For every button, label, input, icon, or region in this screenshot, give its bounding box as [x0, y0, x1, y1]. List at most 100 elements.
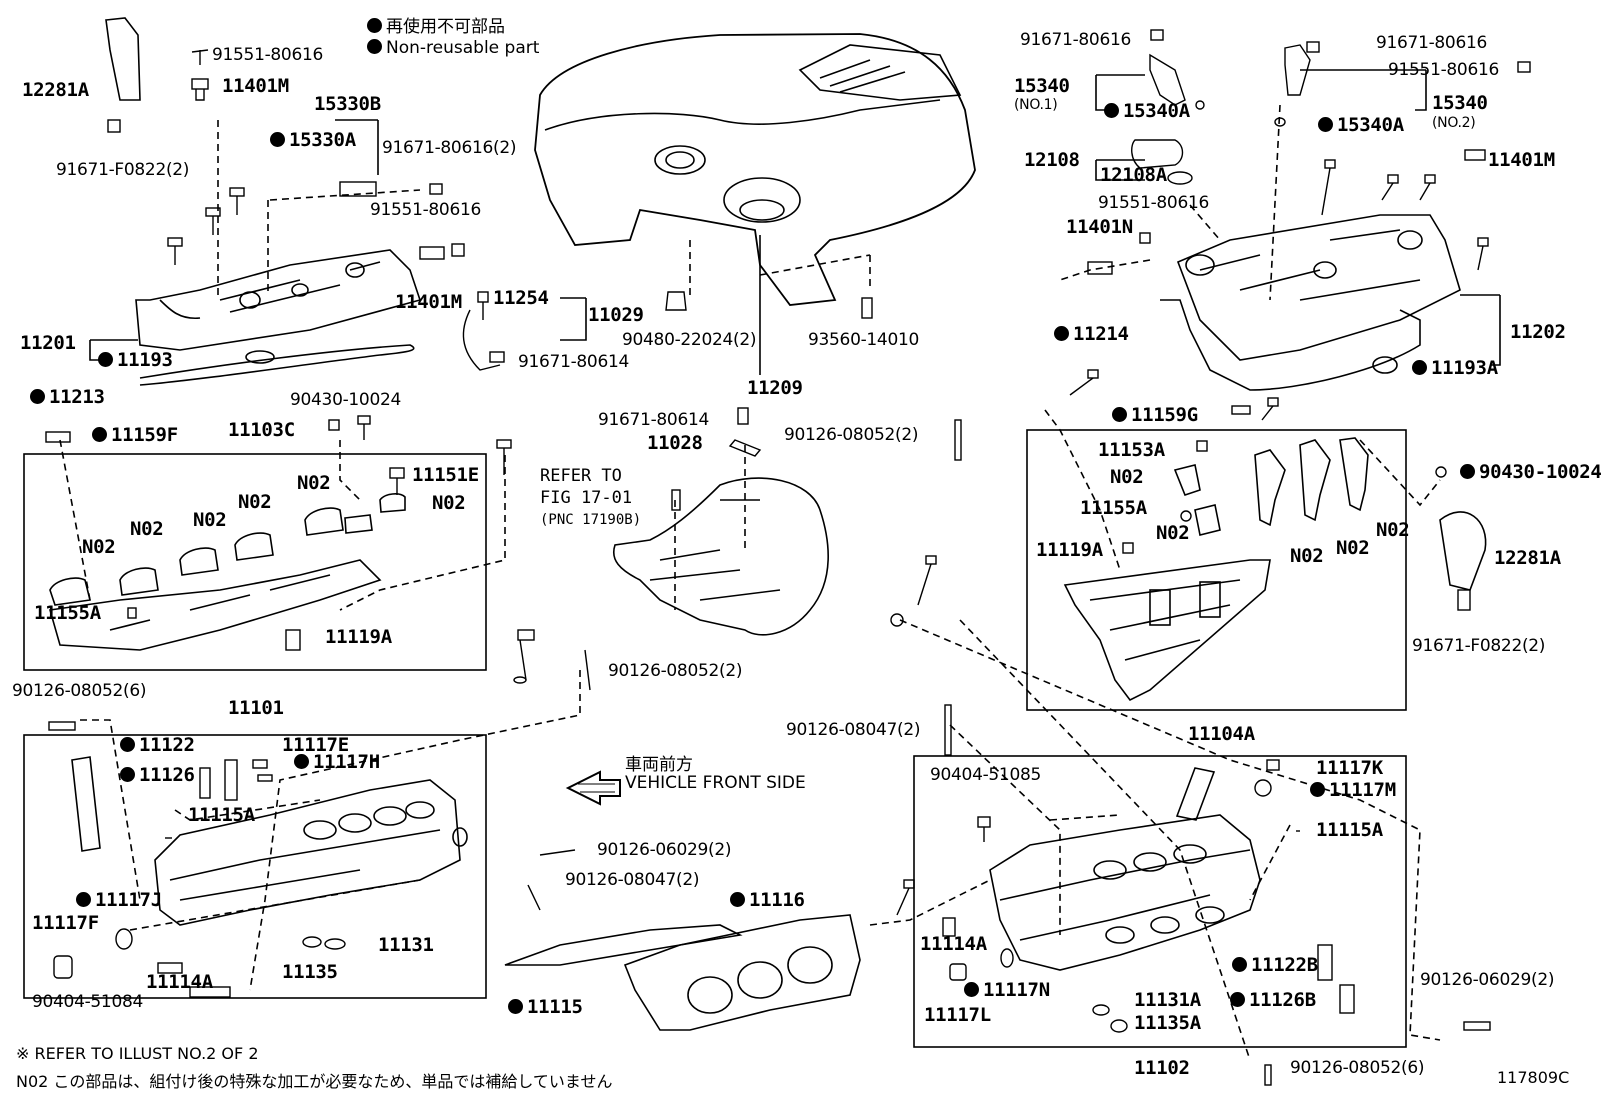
label-11117J: 11117J — [76, 890, 162, 910]
label-11213: 11213 — [30, 387, 105, 407]
label-11117H: 11117H — [294, 752, 380, 772]
label-11116: 11116 — [730, 890, 805, 910]
dot-icon — [294, 754, 309, 769]
label-11117E: 11117E — [282, 734, 349, 756]
label-90430-10024: 90430-10024 — [290, 390, 401, 410]
label-11104A: 11104A — [1188, 723, 1255, 745]
label-90404-51085: 90404-51085 — [930, 765, 1041, 785]
label-n02-r1: N02 — [1110, 466, 1144, 488]
gasket-11115 — [504, 924, 743, 966]
leader-lines — [89, 69, 1501, 375]
label-91551-80616-b: 91551-80616 — [370, 200, 481, 220]
label-11214: 11214 — [1054, 324, 1129, 344]
label-11201: 11201 — [20, 332, 76, 354]
frame-11101 — [23, 734, 487, 999]
dot-icon — [1104, 103, 1119, 118]
label-11117M: 11117M — [1310, 780, 1396, 800]
label-15330A: 15330A — [270, 130, 356, 150]
label-no2: (NO.2) — [1432, 115, 1476, 131]
valve-cover-11202 — [1160, 214, 1461, 391]
label-11202: 11202 — [1510, 321, 1566, 343]
label-11115: 11115 — [508, 997, 583, 1017]
label-11193: 11193 — [98, 350, 173, 370]
label-90126-08052-6: 90126-08052(6) — [12, 681, 147, 701]
label-11159F: 11159F — [92, 425, 178, 445]
label-11102: 11102 — [1134, 1057, 1190, 1079]
label-11103C: 11103C — [228, 419, 295, 441]
refer-fig-link[interactable]: FIG 17-01 — [540, 488, 633, 508]
label-90126-06029: 90126-06029(2) — [597, 840, 732, 860]
refer-to-text: REFER TO — [540, 466, 622, 486]
footer-note-n02: N02 この部品は、組付け後の特殊な加工が必要なため、単品では補給していません — [16, 1072, 613, 1091]
bolts — [45, 29, 1531, 1086]
dot-icon — [1318, 117, 1333, 132]
dot-icon — [1054, 326, 1069, 341]
label-90126-08052-2b: 90126-08052(2) — [608, 661, 743, 681]
label-11114A: 11114A — [146, 971, 213, 993]
label-11401M-b: 11401M — [395, 291, 462, 313]
dot-icon — [367, 18, 382, 33]
dashed-leaders — [59, 104, 1441, 1061]
label-15340-no2: 15340 — [1432, 92, 1488, 114]
label-12108: 12108 — [1024, 149, 1080, 171]
label-11117F: 11117F — [32, 912, 99, 934]
dot-icon — [1232, 957, 1247, 972]
dot-icon — [120, 767, 135, 782]
label-11151E: 11151E — [412, 464, 479, 486]
label-r-11401M: 11401M — [1488, 149, 1555, 171]
label-11155A: 11155A — [34, 602, 101, 624]
cylinder-head-11101 — [71, 756, 468, 926]
label-11101: 11101 — [228, 697, 284, 719]
label-no1: (NO.1) — [1014, 97, 1058, 113]
label-91551-80616: 91551-80616 — [212, 45, 323, 65]
label-11135: 11135 — [282, 961, 338, 983]
dot-icon — [30, 389, 45, 404]
label-15340A-no1: 15340A — [1104, 101, 1190, 121]
refer-pnc-text: (PNC 17190B) — [540, 512, 642, 528]
label-r-91551-80616: 91551-80616 — [1388, 60, 1499, 80]
label-11153A: 11153A — [1098, 439, 1165, 461]
dot-icon — [508, 999, 523, 1014]
dot-icon — [120, 737, 135, 752]
label-r-90430-10024: 90430-10024 — [1460, 462, 1602, 482]
frame-11104A — [1026, 429, 1407, 711]
label-11193A: 11193A — [1412, 358, 1498, 378]
label-n02-a: N02 — [432, 492, 466, 514]
label-11115A: 11115A — [188, 804, 255, 826]
label-11117N: 11117N — [964, 980, 1050, 1000]
engine-cover-11209 — [534, 33, 976, 306]
label-91671-80614: 91671-80614 — [518, 352, 629, 372]
legend-non-reusable-jp: 再使用不可部品 — [367, 12, 505, 37]
footer-note-illust: ※ REFER TO ILLUST NO.2 OF 2 — [16, 1044, 259, 1063]
dot-icon — [76, 892, 91, 907]
label-15340-no1: 15340 — [1014, 75, 1070, 97]
label-r-90126-08052-6: 90126-08052(6) — [1290, 1058, 1425, 1078]
label-11131: 11131 — [378, 934, 434, 956]
label-r-91671-F0822: 91671-F0822(2) — [1412, 636, 1546, 656]
label-r-90126-08047: 90126-08047(2) — [786, 720, 921, 740]
label-11131A: 11131A — [1134, 989, 1201, 1011]
illustration-number: 117809C — [1497, 1068, 1570, 1087]
label-r-91671-80616: 91671-80616 — [1020, 30, 1131, 50]
label-90404-51084: 90404-51084 — [32, 992, 143, 1012]
label-11401M: 11401M — [222, 75, 289, 97]
label-11028: 11028 — [647, 432, 703, 454]
front-arrow — [565, 770, 621, 806]
label-n02-r3: N02 — [1376, 519, 1410, 541]
label-11117L: 11117L — [924, 1004, 991, 1026]
label-r-12281A: 12281A — [1494, 547, 1561, 569]
dot-icon — [98, 352, 113, 367]
label-12108A: 12108A — [1100, 164, 1167, 186]
label-n02-c: N02 — [238, 491, 272, 513]
dot-icon — [1230, 992, 1245, 1007]
label-11122B: 11122B — [1232, 955, 1318, 975]
front-label-en: VEHICLE FRONT SIDE — [625, 773, 806, 793]
label-90126-08047: 90126-08047(2) — [565, 870, 700, 890]
label-11126B: 11126B — [1230, 990, 1316, 1010]
cylinder-head-11102 — [989, 767, 1261, 971]
label-12281A: 12281A — [22, 79, 89, 101]
legend-non-reusable-en: Non-reusable part — [367, 38, 539, 58]
label-n02-r5: N02 — [1290, 545, 1324, 567]
dot-icon — [1112, 407, 1127, 422]
